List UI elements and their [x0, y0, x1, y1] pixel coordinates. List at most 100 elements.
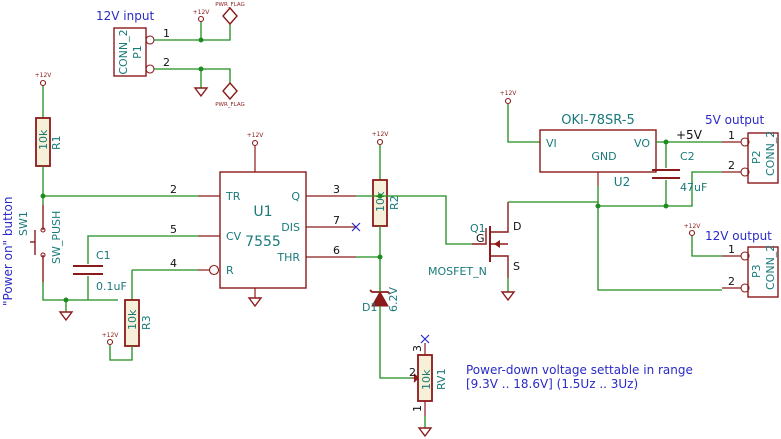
svg-text:CV: CV	[226, 230, 242, 243]
svg-text:CONN_2: CONN_2	[764, 245, 777, 290]
pwr-flag-bottom: PWR_FLAG	[215, 81, 245, 108]
p1-pin1: 1	[163, 27, 170, 40]
connector-p3: 1 2 P3 CONN_2	[722, 243, 779, 298]
svg-text:G: G	[476, 232, 485, 245]
svg-text:2: 2	[409, 366, 416, 379]
svg-text:1: 1	[728, 129, 735, 142]
svg-text:VI: VI	[546, 137, 557, 150]
p1-pin2: 2	[163, 56, 170, 69]
svg-text:PWR_FLAG: PWR_FLAG	[215, 102, 245, 108]
potentiometer-rv1: 10k RV1 3 2 1	[409, 343, 448, 416]
svg-text:47uF: 47uF	[680, 181, 707, 194]
mosfet-q1: Q1 MOSFET_N G D S	[428, 202, 521, 278]
pwr-flag-top: PWR_FLAG	[215, 2, 245, 26]
ground-q1	[500, 291, 516, 302]
ground-rv1	[417, 416, 433, 438]
svg-text:D1: D1	[362, 301, 377, 314]
power-12v-p3: +12V	[684, 223, 702, 237]
svg-text:1: 1	[728, 243, 735, 256]
label-power-down-note-2: [9.3V .. 18.6V] (1.5Uz .. 3Uz)	[466, 377, 638, 391]
svg-text:Q1: Q1	[470, 222, 486, 235]
svg-text:+12V: +12V	[193, 9, 211, 16]
svg-text:S: S	[513, 260, 520, 273]
no-connect-dis	[351, 222, 361, 232]
svg-text:7: 7	[333, 214, 340, 227]
svg-text:4: 4	[170, 257, 177, 270]
svg-text:2: 2	[170, 183, 177, 196]
svg-text:R1: R1	[50, 135, 63, 150]
svg-text:P3: P3	[750, 264, 763, 278]
p1-value: CONN_2	[117, 29, 130, 74]
svg-text:GND: GND	[591, 150, 616, 163]
svg-text:VO: VO	[634, 137, 650, 150]
svg-text:10k: 10k	[126, 309, 139, 330]
svg-text:+12V: +12V	[372, 131, 390, 138]
power-12v-p1: +12V	[193, 9, 211, 23]
svg-text:2: 2	[728, 159, 735, 172]
ground-p1	[193, 87, 209, 98]
svg-text:SW1: SW1	[17, 211, 30, 236]
svg-text:U2: U2	[614, 175, 630, 189]
svg-text:10k: 10k	[420, 369, 433, 390]
svg-text:U1: U1	[253, 204, 272, 220]
resistor-r3: 10k R3	[124, 299, 153, 347]
svg-text:6.2V: 6.2V	[387, 287, 400, 312]
label-12v-input: 12V input	[96, 9, 154, 23]
svg-text:RV1: RV1	[435, 368, 448, 390]
power-12v-r2: +12V	[372, 131, 390, 146]
net-plus5v: +5V	[676, 128, 703, 142]
svg-text:+12V: +12V	[35, 72, 53, 79]
regulator-u2: OKI-78SR-5 U2 VI VO GND	[539, 113, 657, 189]
svg-text:+12V: +12V	[684, 223, 702, 230]
svg-text:R: R	[226, 264, 234, 277]
power-12v-u2: +12V	[500, 90, 518, 105]
capacitor-c2: C2 47uF	[652, 150, 707, 194]
ic-u1-7555: U1 7555 2 5 4 TR CV R 3 7 6 Q DIS THR	[170, 146, 356, 298]
ground-sw1	[58, 311, 74, 322]
svg-text:Q: Q	[291, 190, 300, 203]
svg-text:THR: THR	[276, 251, 300, 264]
svg-text:+12V: +12V	[500, 90, 518, 97]
svg-text:OKI-78SR-5: OKI-78SR-5	[561, 113, 635, 128]
svg-text:3: 3	[333, 183, 340, 196]
svg-text:5: 5	[170, 223, 177, 236]
resistor-r2: 10k R2	[372, 179, 401, 227]
label-power-on-button: "Power on" button	[1, 197, 15, 306]
svg-text:+12V: +12V	[247, 132, 265, 139]
svg-text:PWR_FLAG: PWR_FLAG	[215, 2, 245, 8]
svg-text:SW_PUSH: SW_PUSH	[50, 211, 63, 264]
power-12v-r3: +12V	[102, 332, 120, 346]
svg-text:D: D	[513, 220, 521, 233]
svg-text:P2: P2	[750, 150, 763, 164]
ground-u1	[247, 297, 263, 308]
label-power-down-note-1: Power-down voltage settable in range	[466, 363, 693, 377]
svg-text:1: 1	[411, 405, 424, 412]
switch-sw1: SW1 SW_PUSH	[17, 205, 63, 282]
label-12v-output: 12V output	[705, 229, 772, 243]
zener-d1: D1 6.2V	[362, 287, 400, 314]
power-12v-r1: +12V	[35, 72, 53, 87]
p1-ref: P1	[131, 45, 144, 59]
no-connect-rv1	[420, 334, 430, 344]
svg-text:C1: C1	[96, 249, 111, 262]
connector-p2: 1 2 P2 CONN_2	[722, 129, 779, 184]
resistor-r1: 10k R1	[35, 117, 63, 167]
svg-text:3: 3	[411, 345, 424, 352]
svg-text:CONN_2: CONN_2	[764, 131, 777, 176]
svg-text:C2: C2	[680, 150, 695, 163]
svg-text:TR: TR	[225, 190, 241, 203]
svg-text:MOSFET_N: MOSFET_N	[428, 265, 487, 278]
capacitor-c1: C1 0.1uF	[73, 249, 127, 293]
svg-text:DIS: DIS	[281, 221, 300, 234]
svg-text:7555: 7555	[245, 234, 281, 250]
svg-text:2: 2	[728, 275, 735, 288]
label-5v-output: 5V output	[705, 113, 765, 127]
power-12v-u1: +12V	[247, 132, 265, 147]
svg-text:6: 6	[333, 244, 340, 257]
svg-text:R2: R2	[388, 195, 401, 210]
svg-text:0.1uF: 0.1uF	[96, 280, 127, 293]
svg-text:R3: R3	[140, 315, 153, 330]
svg-text:10k: 10k	[37, 129, 50, 150]
svg-text:+12V: +12V	[102, 332, 120, 339]
